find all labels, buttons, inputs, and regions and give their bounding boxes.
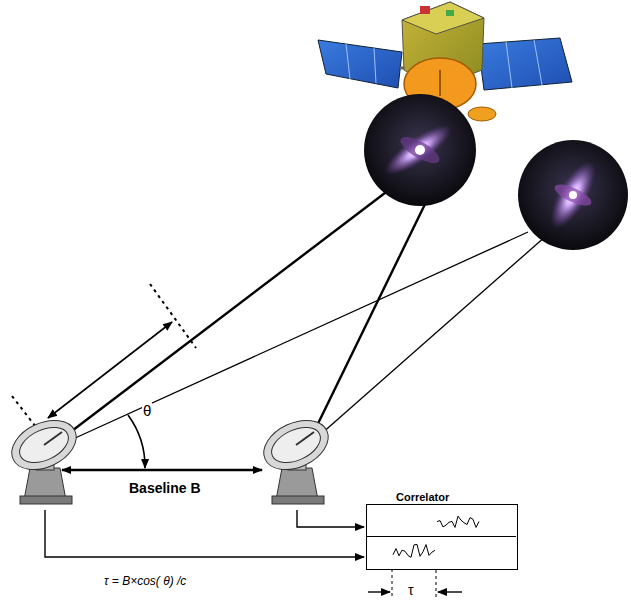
radio-dish: [256, 411, 336, 504]
signal-wire: [45, 510, 364, 557]
radio-source: [518, 140, 628, 250]
correlator-frame: [366, 504, 518, 570]
correlator-box: Correlator: [366, 490, 518, 570]
wavefront-line: [12, 284, 196, 440]
angle-arc: [128, 415, 145, 468]
baseline-arrow: [62, 469, 262, 471]
delay-formula: τ = B×cos( θ) /c: [103, 574, 187, 588]
box-heading: Correlator: [396, 490, 518, 504]
delay-label: τ: [407, 582, 415, 598]
radio-dish: [4, 411, 84, 504]
angle-label: θ: [142, 402, 152, 419]
path-difference-arrow: [48, 322, 172, 418]
signal-ray: [60, 180, 546, 444]
radio-source: [364, 94, 476, 206]
baseline-label: Baseline B: [128, 480, 202, 496]
signal-trace: [367, 505, 516, 568]
